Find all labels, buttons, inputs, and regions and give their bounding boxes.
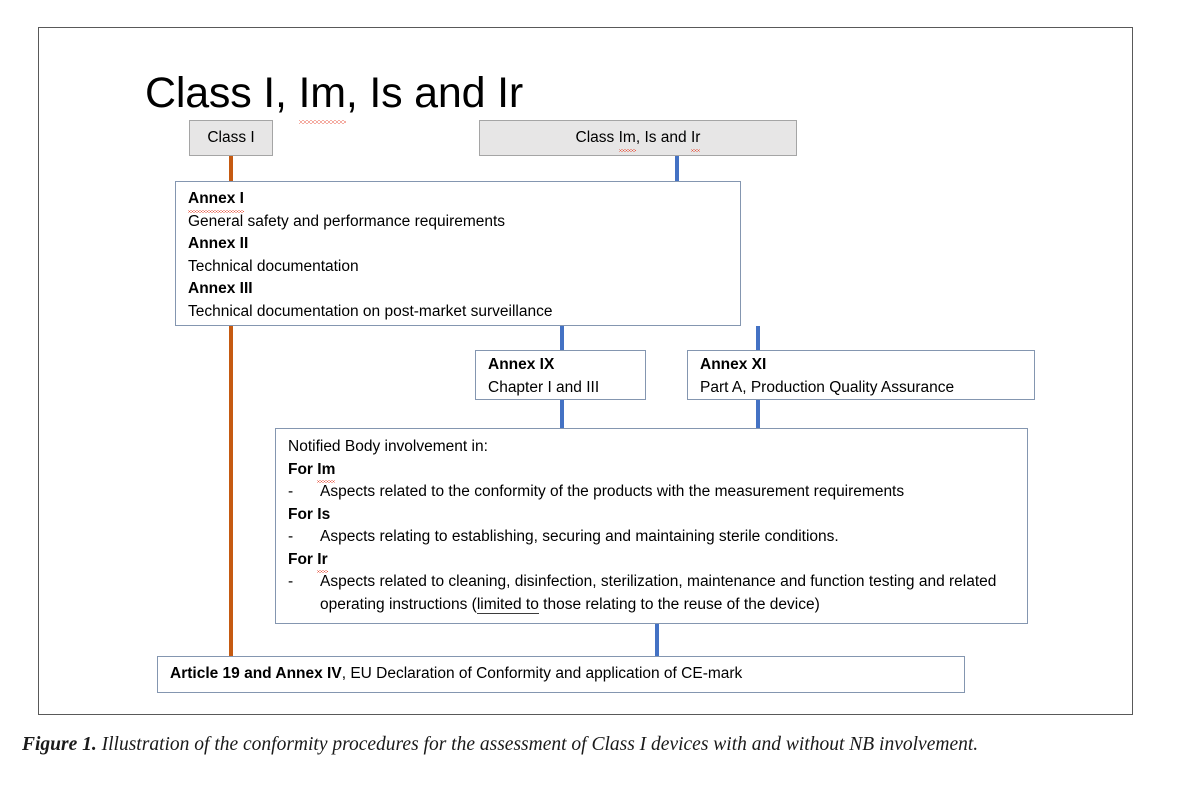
code-im: Im xyxy=(317,459,336,483)
node-class-im-is-ir-label: Class Im, Is and Ir xyxy=(576,129,701,151)
notified-body-heading-is: For Is xyxy=(288,505,331,523)
label-ir: Ir xyxy=(690,127,701,151)
figure-caption-text: Illustration of the conformity procedure… xyxy=(96,734,979,755)
annex-ix-heading: Annex IX xyxy=(488,356,555,373)
bullet-text: Aspects related to the conformity of the… xyxy=(320,483,905,500)
connector-class-i-spine xyxy=(229,326,233,656)
notified-body-heading-im: For Im xyxy=(288,459,1027,483)
grammar-flag-limited-to: limited to xyxy=(476,595,539,614)
annex-i-heading: Annex I xyxy=(188,188,740,212)
annex-i-body: General safety and performance requireme… xyxy=(188,212,506,230)
notified-body-bullet-im: - Aspects related to the conformity of t… xyxy=(288,481,1027,504)
title-text-ir: Ir xyxy=(497,66,523,124)
annex-iii-heading: Annex III xyxy=(188,280,253,297)
page-title: Class I, Im, Is and Ir xyxy=(145,66,523,124)
figure-frame: Class I, Im, Is and Ir Class I Class Im,… xyxy=(38,27,1133,715)
figure-caption: Figure 1. Illustration of the conformity… xyxy=(22,731,1162,759)
figure-caption-number: Figure 1. xyxy=(22,734,97,755)
connector-annex-ix-to-notified-body xyxy=(560,400,564,428)
annex-ii-heading: Annex II xyxy=(188,235,249,252)
annex-xi-heading: Annex XI xyxy=(700,356,767,373)
annex-xi-body: Part A, Production Quality Assurance xyxy=(700,378,955,396)
notified-body-bullet-is: - Aspects relating to establishing, secu… xyxy=(288,526,1027,549)
bullet-text: Aspects relating to establishing, securi… xyxy=(320,528,839,545)
connector-annex-to-annex-ix xyxy=(560,326,564,350)
title-text-im: Im xyxy=(298,66,347,124)
node-class-i[interactable]: Class I xyxy=(189,120,273,156)
annex-ii-body: Technical documentation xyxy=(188,257,359,275)
bullet-dash-icon: - xyxy=(288,483,294,500)
code-ir: Ir xyxy=(317,549,328,573)
title-text-mid: , Is and xyxy=(345,69,498,117)
node-class-i-label: Class I xyxy=(207,129,255,146)
node-annex-ix[interactable]: Annex IX Chapter I and III xyxy=(475,350,646,400)
connector-class-i-to-annex xyxy=(229,153,233,207)
label-im: Im xyxy=(618,127,637,151)
connector-class-im-to-annex xyxy=(675,153,679,207)
notified-body-heading-ir: For Ir xyxy=(288,549,1027,573)
annex-ix-body: Chapter I and III xyxy=(488,378,600,396)
bullet-text: Aspects related to cleaning, disinfectio… xyxy=(320,573,997,614)
notified-body-intro: Notified Body involvement in: xyxy=(288,438,488,455)
node-notified-body[interactable]: Notified Body involvement in: For Im - A… xyxy=(275,428,1028,624)
bullet-dash-icon: - xyxy=(288,528,294,545)
code-is: Is xyxy=(317,505,331,523)
connector-annex-to-annex-xi xyxy=(756,326,760,350)
node-annex-xi[interactable]: Annex XI Part A, Production Quality Assu… xyxy=(687,350,1035,400)
connector-annex-xi-to-notified-body xyxy=(756,400,760,428)
node-class-im-is-ir[interactable]: Class Im, Is and Ir xyxy=(479,120,797,156)
node-annex-block[interactable]: Annex I General safety and performance r… xyxy=(175,181,741,326)
node-article19[interactable]: Article 19 and Annex IV, EU Declaration … xyxy=(157,656,965,693)
title-text-class: Class I, xyxy=(145,69,299,117)
article19-label: Article 19 and Annex IV, EU Declaration … xyxy=(170,665,743,682)
connector-notified-body-to-article19 xyxy=(655,624,659,656)
bullet-dash-icon: - xyxy=(288,573,294,590)
annex-iii-body: Technical documentation on post-market s… xyxy=(188,302,553,320)
notified-body-bullet-ir: - Aspects related to cleaning, disinfect… xyxy=(288,571,1027,616)
